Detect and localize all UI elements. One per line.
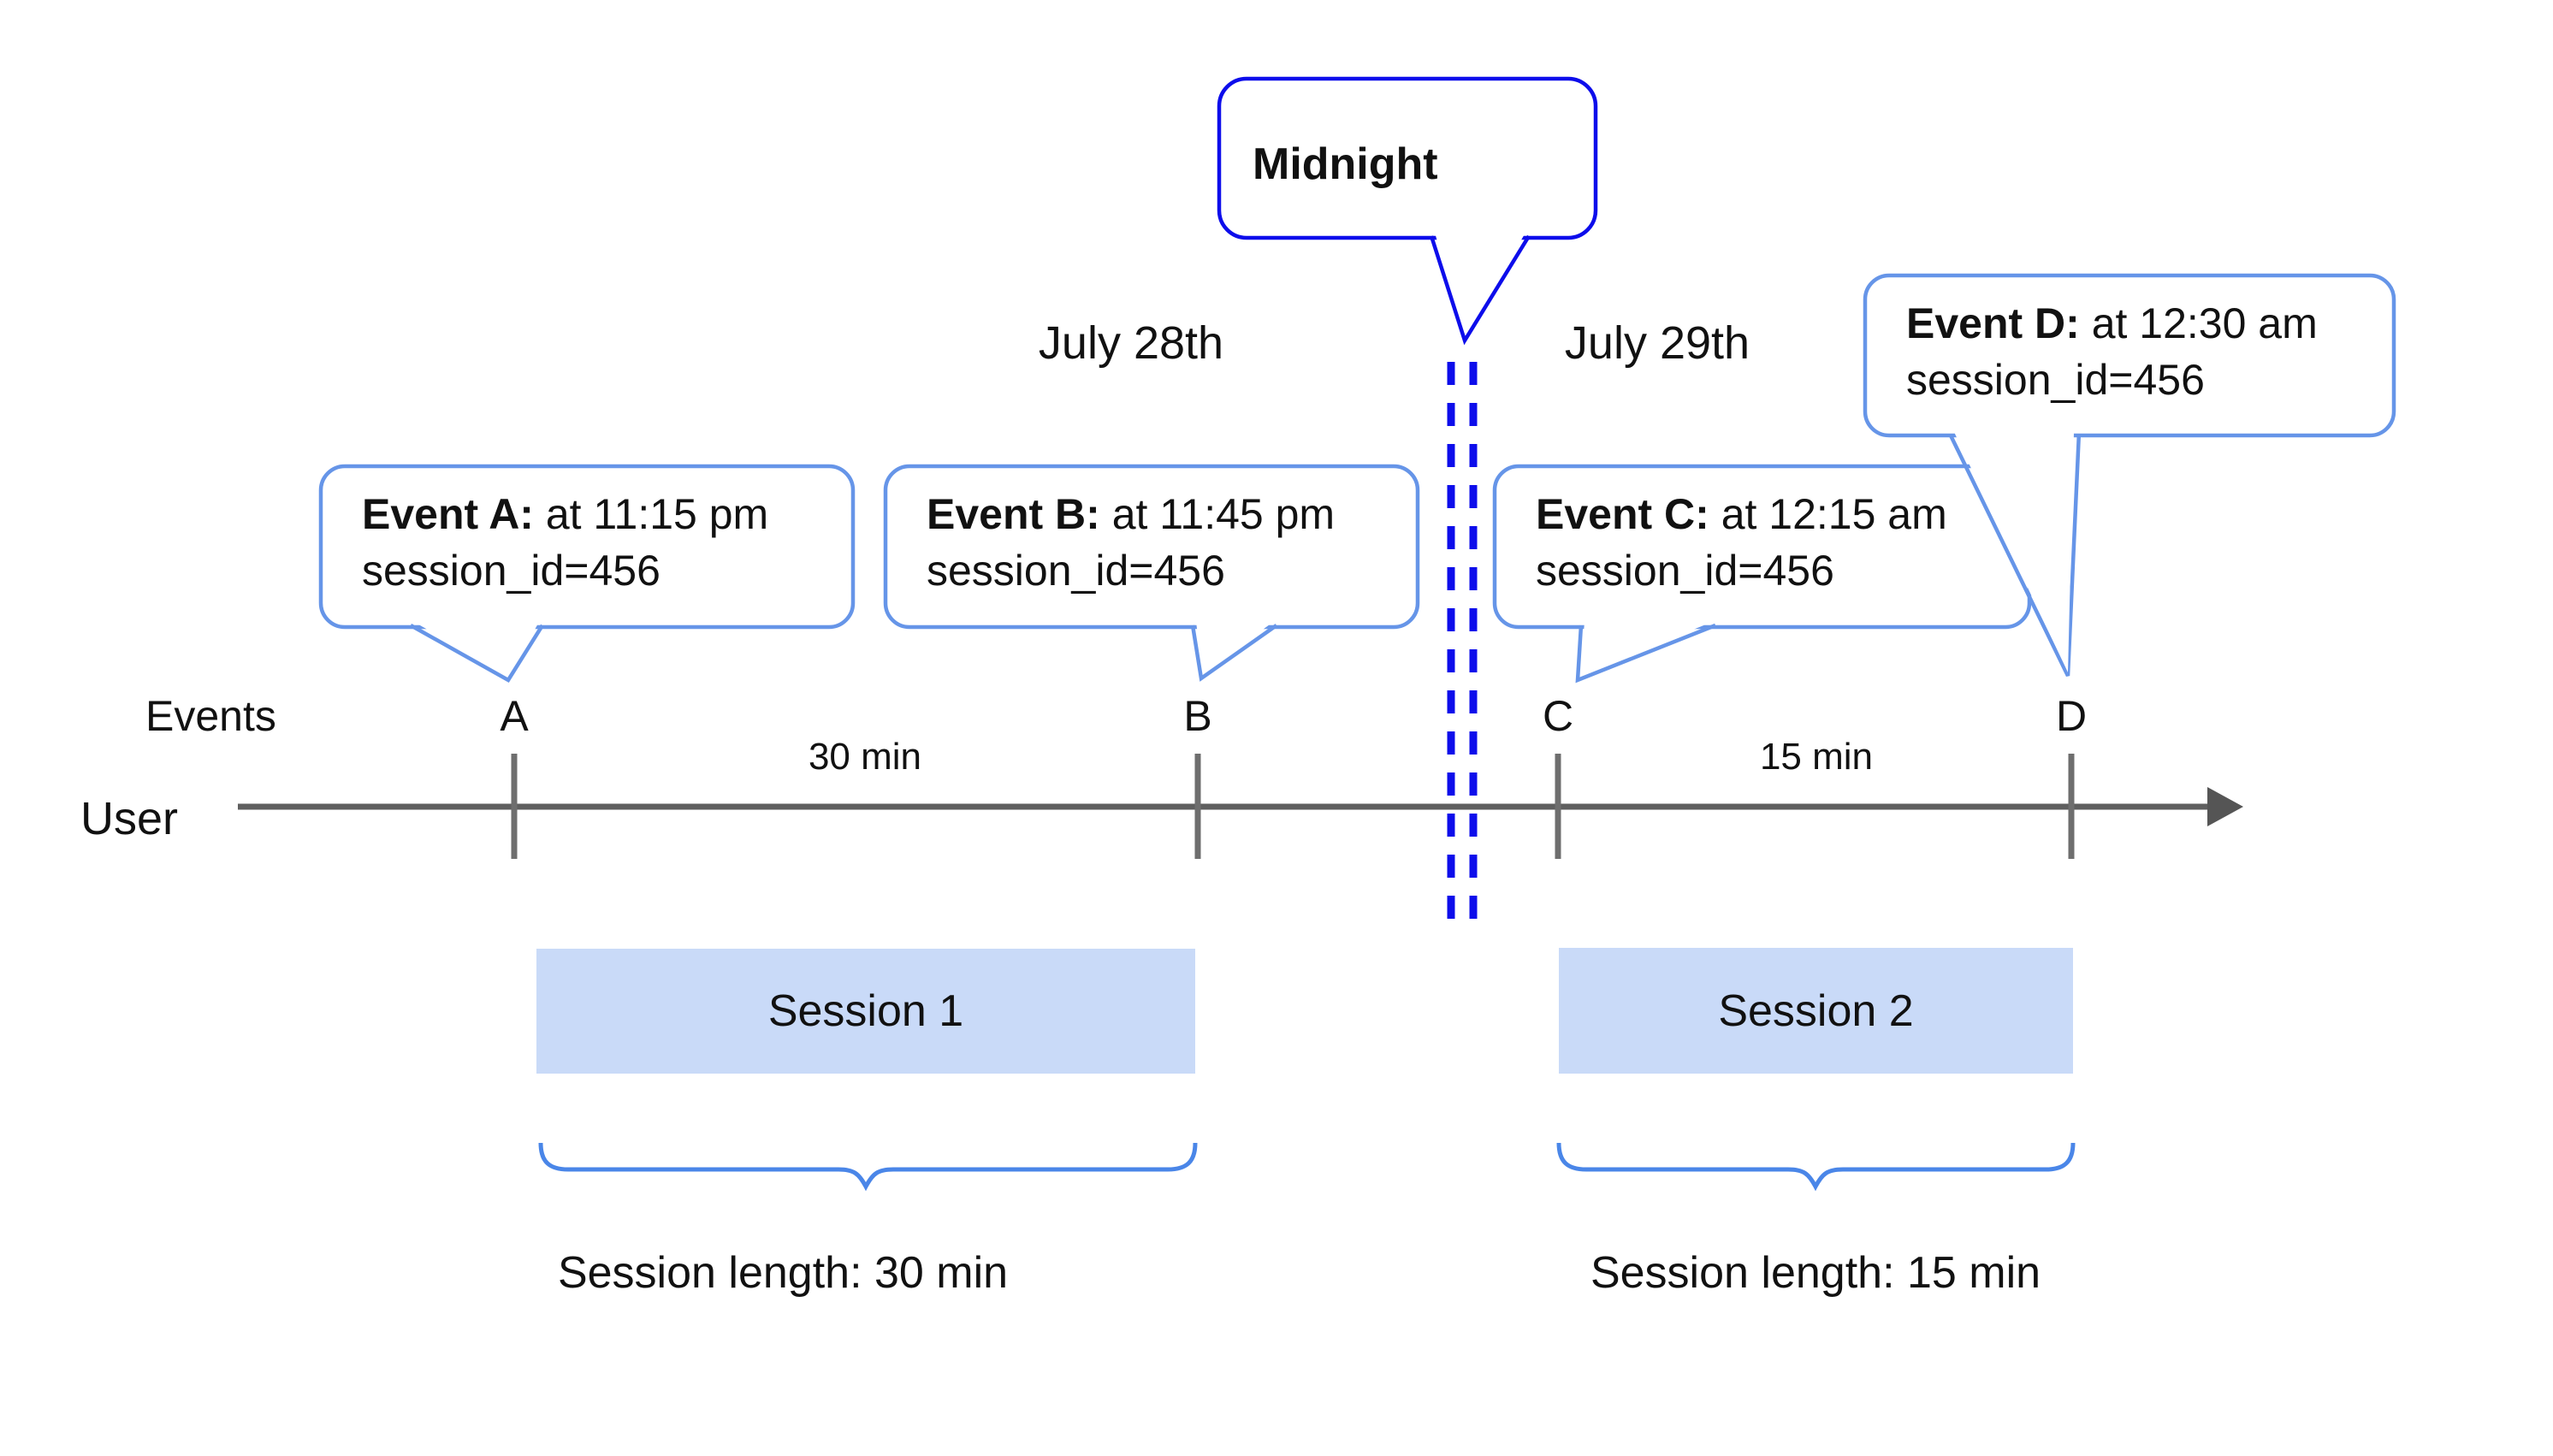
event-b-session-id: session_id=456: [927, 547, 1225, 595]
midnight-bubble-tail: [1429, 234, 1531, 346]
event-c-time: at 12:15 am: [1709, 490, 1947, 538]
event-a-bubble-tail-fill: [414, 622, 539, 676]
event-c-bubble-tail-fill: [1580, 622, 1712, 676]
session-2-length-label: Session length: 15 min: [1590, 1248, 2041, 1298]
event-c-bubble-tail: [1575, 623, 1716, 684]
event-b-bubble-tail: [1190, 624, 1278, 682]
event-b-bubble: [883, 464, 1420, 630]
event-d-bubble-text: Event D: at 12:30 am session_id=456: [1906, 295, 2318, 408]
events-row-label: Events: [145, 692, 276, 740]
event-b-time: at 11:45 pm: [1099, 490, 1336, 538]
midnight-bubble-label: Midnight: [1253, 139, 1438, 189]
midnight-bubble: [1217, 76, 1598, 240]
event-a-bubble-tail: [409, 624, 544, 684]
event-d-bubble-tail: [1946, 431, 2082, 677]
event-d-session-id: session_id=456: [1906, 356, 2205, 404]
event-d-time: at 12:30 am: [2079, 299, 2318, 347]
date-label-july-29: July 29th: [1564, 317, 1750, 369]
event-letter-a: A: [500, 692, 529, 740]
session-2-brace: [1556, 1142, 2076, 1192]
event-c-bubble-text: Event C: at 12:15 am session_id=456: [1536, 486, 1947, 599]
event-d-bubble: [1863, 273, 2396, 438]
event-b-bubble-tail-fill: [1196, 622, 1273, 674]
session-1-bar: Session 1: [536, 949, 1195, 1074]
session-1-brace: [538, 1142, 1198, 1192]
user-axis-label: User: [80, 793, 179, 844]
event-b-bubble-text: Event B: at 11:45 pm session_id=456: [927, 486, 1335, 599]
event-a-title: Event A:: [362, 490, 534, 538]
event-letter-c: C: [1542, 692, 1574, 740]
event-b-line1: Event B: at 11:45 pm: [927, 486, 1335, 542]
date-label-july-28: July 28th: [1038, 317, 1224, 369]
session-2-bar: Session 2: [1559, 948, 2073, 1074]
session-2-label: Session 2: [1718, 985, 1914, 1036]
event-a-time: at 11:15 pm: [533, 490, 769, 538]
timeline-arrowhead-icon: [2207, 787, 2243, 826]
event-a-bubble-text: Event A: at 11:15 pm session_id=456: [362, 486, 768, 599]
session-1-length-label: Session length: 30 min: [557, 1248, 1009, 1298]
midnight-bubble-tail-fill: [1435, 233, 1525, 337]
event-d-line1: Event D: at 12:30 am: [1906, 295, 2318, 352]
event-c-line1: Event C: at 12:15 am: [1536, 486, 1947, 542]
event-a-session-id: session_id=456: [362, 547, 660, 595]
event-letter-b: B: [1183, 692, 1212, 740]
event-a-line1: Event A: at 11:15 pm: [362, 486, 768, 542]
event-c-session-id: session_id=456: [1536, 547, 1834, 595]
event-d-title: Event D:: [1906, 299, 2080, 347]
event-letter-d: D: [2055, 692, 2088, 740]
interval-15min-label: 15 min: [1759, 736, 1874, 778]
interval-30min-label: 30 min: [808, 736, 922, 778]
event-c-title: Event C:: [1536, 490, 1709, 538]
event-a-bubble: [318, 464, 856, 630]
event-b-title: Event B:: [927, 490, 1100, 538]
event-d-bubble-tail-join: [1954, 432, 2074, 672]
session-1-label: Session 1: [767, 986, 964, 1036]
